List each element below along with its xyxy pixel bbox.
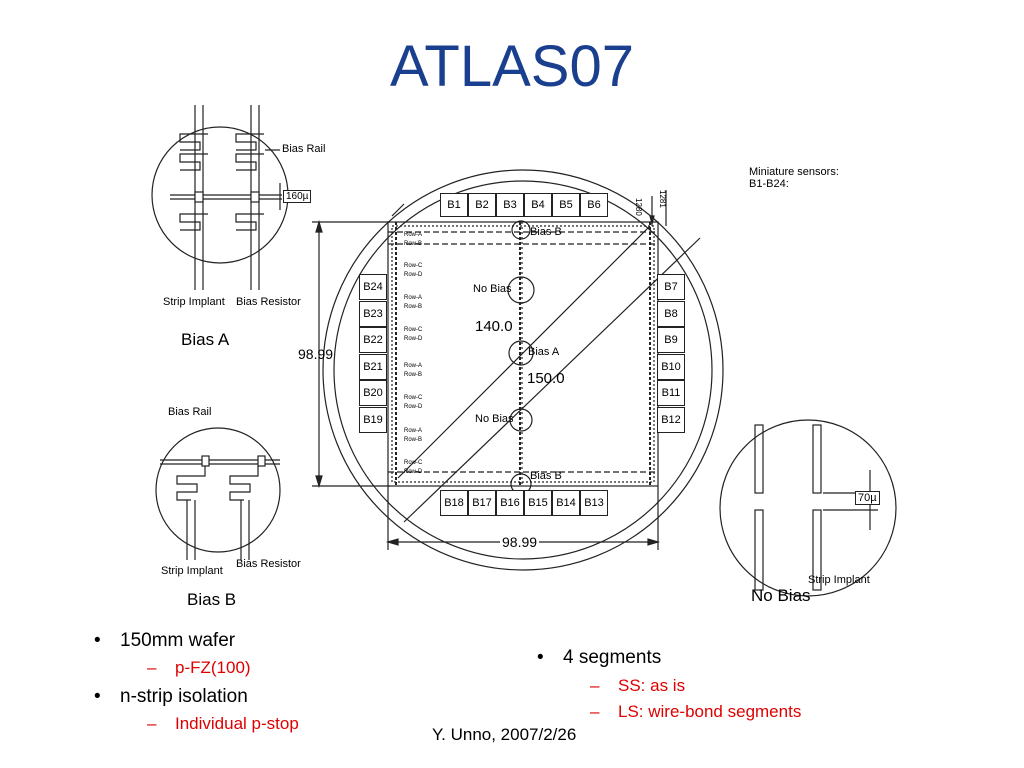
diagonal-140 [397, 225, 651, 479]
bias-b-bottom-label: Bias B [530, 470, 562, 482]
inset-n-strip-implant: Strip Implant [808, 574, 870, 586]
inset-bias-b [155, 427, 281, 560]
wafer-inner-circle [333, 180, 713, 560]
sensor-box: B15 [524, 490, 552, 516]
row-label: Row-A [404, 295, 423, 301]
sub-ss: –SS: as is [590, 676, 686, 695]
sub-pfz: –p-FZ(100) [147, 658, 251, 677]
sensor-box: B18 [440, 490, 468, 516]
row-label: Row-B [404, 372, 423, 378]
sensor-box: B6 [580, 193, 608, 217]
sensor-box: B5 [552, 193, 580, 217]
sub-pstop: –Individual p-stop [147, 714, 299, 733]
sensor-box: B7 [657, 274, 685, 300]
sensor-box: B2 [468, 193, 496, 217]
row-label: Row-D [404, 404, 423, 410]
dim-horizontal-label: 98.99 [500, 534, 540, 550]
inset-a-strip-implant: Strip Implant [163, 296, 225, 308]
sensor-box: B14 [552, 490, 580, 516]
row-label: Row-C [404, 460, 423, 466]
inset-a-bias-resistor: Bias Resistor [236, 296, 301, 308]
inset-b-strip-implant: Strip Implant [161, 565, 223, 577]
inset-bias-a [151, 105, 289, 290]
note-line2: B1-B24: [749, 178, 789, 190]
diagonal-150 [403, 237, 701, 523]
inset-a-pitch: 160µ [283, 190, 312, 203]
sensor-box: B4 [524, 193, 552, 217]
row-label: Row-D [404, 469, 423, 475]
sensor-box: B9 [657, 327, 685, 353]
inset-a-caption: Bias A [181, 330, 230, 349]
sensor-box: B1 [440, 193, 468, 217]
bullet-segments: •4 segments [537, 647, 662, 668]
row-label: Row-B [404, 304, 423, 310]
sensor-box: B3 [496, 193, 524, 217]
wafer-outer-circle [322, 169, 724, 571]
row-label: Row-B [404, 437, 423, 443]
no-bias-bubble-1 [507, 276, 535, 304]
sensor-box: B17 [468, 490, 496, 516]
slide-title: ATLAS07 [390, 34, 634, 99]
sensor-box: B23 [359, 300, 387, 327]
sensor-box: B12 [657, 406, 685, 433]
sensor-box: B24 [359, 274, 387, 300]
row-label: Row-D [404, 336, 423, 342]
sensor-box: B20 [359, 380, 387, 406]
sensor-box: B21 [359, 353, 387, 380]
row-label: Row-D [404, 272, 423, 278]
inset-b-bias-resistor: Bias Resistor [236, 558, 301, 570]
inset-b-bias-rail: Bias Rail [168, 406, 212, 418]
dim-1281-label: 1281 [658, 190, 667, 208]
sensor-box: B16 [496, 490, 524, 516]
sensor-box: B10 [657, 353, 685, 380]
row-label: Row-A [404, 428, 423, 434]
inset-b-caption: Bias B [187, 590, 237, 609]
bullet-nstrip: •n-strip isolation [94, 686, 248, 707]
inset-n-caption: No Bias [751, 586, 811, 605]
footer-credit: Y. Unno, 2007/2/26 [432, 725, 577, 744]
bullet-wafer: •150mm wafer [94, 630, 236, 651]
bias-a-label: Bias A [528, 346, 560, 358]
row-label: Row-B [404, 241, 423, 247]
sensor-box: B11 [657, 380, 685, 406]
wafer-layout-diagram [151, 105, 897, 597]
dim-vertical-label: 98.99 [298, 346, 334, 362]
inset-n-gap: 70µ [855, 491, 880, 505]
row-label: Row-A [404, 363, 423, 369]
no-bias-label-2: No Bias [475, 413, 514, 425]
row-label: Row-C [404, 263, 423, 269]
sensor-box: B13 [580, 490, 608, 516]
bias-a-bubble [508, 340, 534, 366]
sensor-box: B22 [359, 327, 387, 353]
note-line1: Miniature sensors: [749, 166, 839, 178]
row-label: Row-C [404, 395, 423, 401]
dim-140-label: 140.0 [475, 318, 513, 335]
inset-a-bias-rail: Bias Rail [282, 143, 326, 155]
dim-150-label: 150.0 [527, 370, 565, 387]
sensor-box: B8 [657, 300, 685, 327]
row-label: Row-A [404, 232, 423, 238]
no-bias-label-1: No Bias [473, 283, 512, 295]
dim-1280-label: 1280 [634, 198, 643, 216]
row-label: Row-C [404, 327, 423, 333]
sub-ls: –LS: wire-bond segments [590, 702, 802, 721]
sensor-box: B19 [359, 406, 387, 433]
bias-b-top-label: Bias B [530, 226, 562, 238]
bias-b-top-bubble [511, 220, 531, 240]
